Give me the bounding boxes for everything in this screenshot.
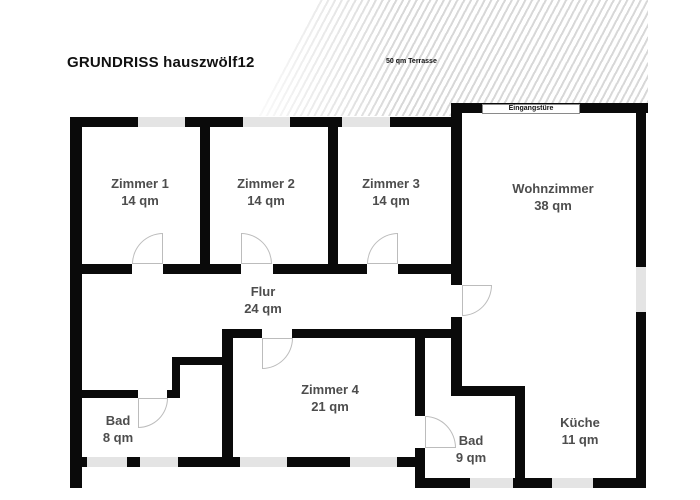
room-label: Küche 11 qm [510, 414, 650, 448]
wall-segment [222, 329, 233, 467]
wall-segment [185, 117, 243, 127]
terrace-label: 50 qm Terrasse [386, 58, 437, 65]
window-segment [350, 457, 397, 467]
wall-segment [398, 264, 451, 274]
wall-segment [328, 127, 338, 264]
wall-segment [273, 264, 367, 274]
room-area: 9 qm [455, 450, 487, 465]
entrance-door-label: Eingangstüre [482, 104, 580, 114]
wall-segment [636, 103, 646, 267]
window-segment [342, 117, 390, 127]
wall-segment [163, 264, 241, 274]
wall-segment [451, 317, 462, 392]
room-name: Zimmer 3 [362, 176, 420, 191]
wall-segment [593, 478, 646, 488]
room-area: 38 qm [534, 198, 572, 213]
wall-segment [415, 329, 425, 416]
wall-segment [70, 117, 138, 127]
door-swing-arc [132, 233, 163, 264]
room-label: Flur 24 qm [193, 283, 333, 317]
wall-segment [290, 117, 342, 127]
window-segment [140, 457, 178, 467]
wall-segment [292, 329, 453, 338]
wall-segment [200, 127, 210, 264]
wall-segment [127, 457, 140, 467]
window-segment [87, 457, 127, 467]
door-swing-arc [367, 233, 398, 264]
room-label: Bad 9 qm [401, 432, 541, 466]
wall-segment [70, 390, 138, 398]
wall-segment [451, 386, 518, 396]
door-swing-arc [262, 338, 293, 369]
wall-segment [513, 478, 552, 488]
window-segment [240, 457, 287, 467]
window-segment [138, 117, 185, 127]
wall-segment [397, 457, 425, 467]
wall-segment [172, 357, 180, 396]
window-segment [552, 478, 593, 488]
room-area: 11 qm [561, 432, 599, 447]
window-segment [636, 267, 646, 312]
wall-segment [425, 478, 470, 488]
room-area: 14 qm [121, 193, 159, 208]
room-name: Bad [458, 433, 484, 448]
wall-segment [167, 390, 180, 398]
room-label: Zimmer 4 21 qm [260, 381, 400, 415]
room-label: Zimmer 3 14 qm [321, 175, 461, 209]
room-name: Zimmer 1 [111, 176, 169, 191]
room-area: 14 qm [372, 193, 410, 208]
room-label: Zimmer 1 14 qm [70, 175, 210, 209]
room-area: 8 qm [102, 430, 134, 445]
room-name: Zimmer 2 [237, 176, 295, 191]
wall-segment [415, 448, 425, 488]
wall-segment [287, 457, 350, 467]
wall-segment [515, 386, 525, 478]
room-name: Wohnzimmer [512, 181, 594, 196]
wall-segment [70, 457, 87, 467]
room-name: Zimmer 4 [301, 382, 359, 397]
room-name: Küche [560, 415, 600, 430]
room-area: 24 qm [244, 301, 282, 316]
wall-segment [172, 357, 229, 365]
wall-segment [70, 264, 132, 274]
terrace-hatched-area [257, 0, 648, 116]
page-title: GRUNDRISS hauszwölf12 [67, 54, 255, 71]
room-name: Bad [105, 413, 131, 428]
room-label: Wohnzimmer 38 qm [483, 180, 623, 214]
wall-segment [390, 117, 452, 127]
door-swing-arc [462, 285, 492, 316]
wall-segment [222, 329, 262, 338]
door-swing-arc [241, 233, 272, 264]
room-area: 21 qm [311, 399, 349, 414]
wall-segment [178, 457, 240, 467]
room-label: Bad 8 qm [48, 412, 188, 446]
wall-segment [451, 103, 462, 285]
room-name: Flur [250, 284, 276, 299]
window-segment [243, 117, 290, 127]
window-segment [470, 478, 513, 488]
wall-segment [636, 312, 646, 488]
room-label: Zimmer 2 14 qm [196, 175, 336, 209]
room-area: 14 qm [247, 193, 285, 208]
